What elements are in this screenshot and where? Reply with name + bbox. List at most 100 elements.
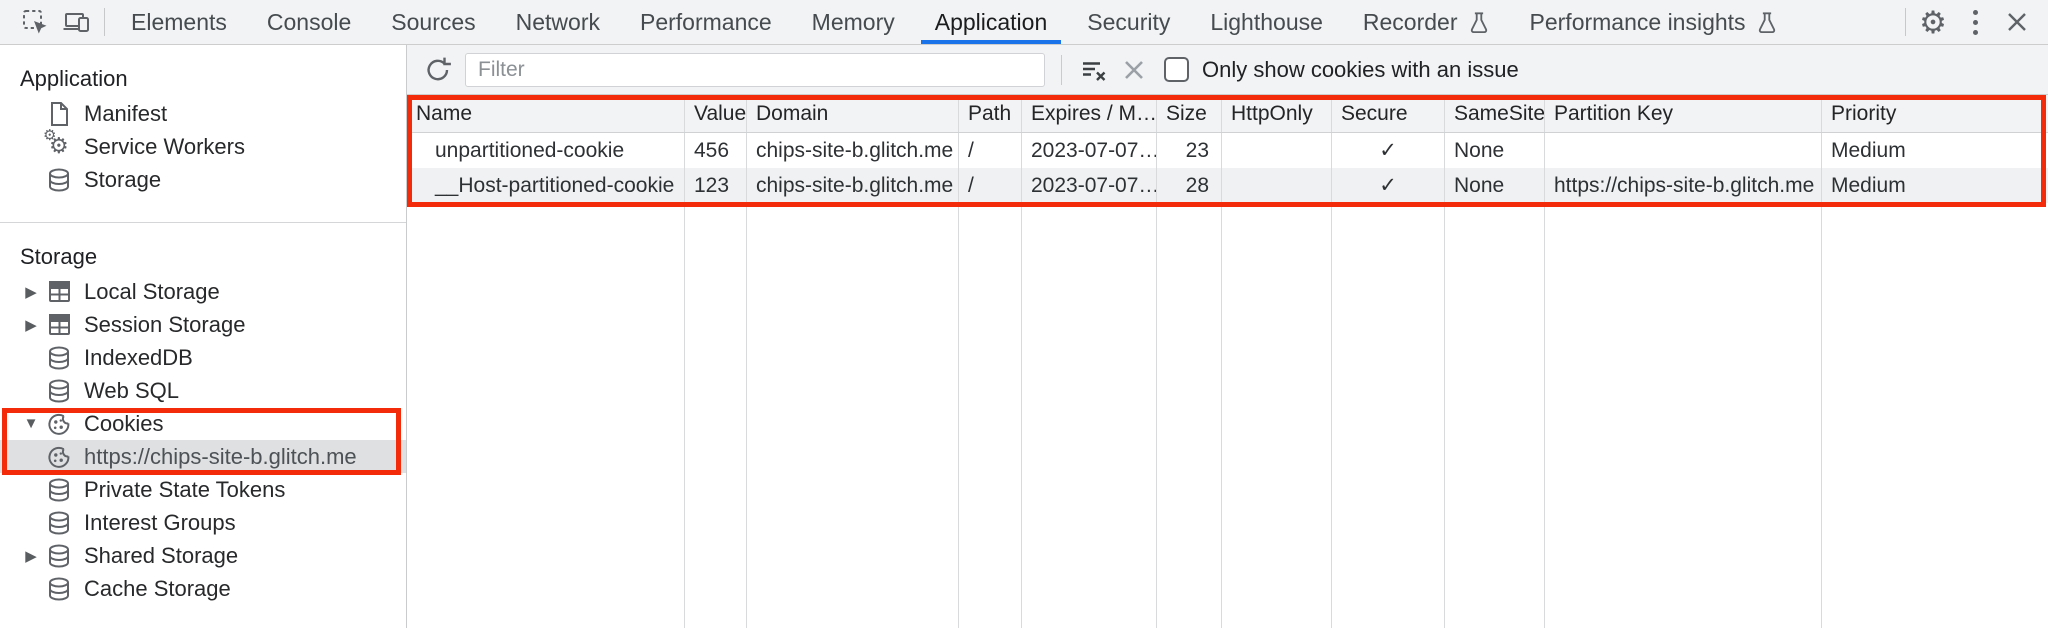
tab-lighthouse[interactable]: Lighthouse [1190, 0, 1343, 44]
cell-path[interactable]: / [959, 168, 1022, 203]
chevron-collapsed-icon[interactable]: ▶ [25, 316, 37, 334]
toggle-device-toolbar-button[interactable] [56, 0, 98, 44]
filter-input[interactable] [465, 52, 1045, 87]
cell-partition-key[interactable]: https://chips-site-b.glitch.me [1545, 168, 1822, 203]
tabbar-divider [104, 8, 105, 36]
cell-httponly[interactable] [1222, 168, 1332, 203]
delete-all-cookies-button[interactable] [1074, 50, 1114, 90]
refresh-button[interactable] [417, 49, 459, 91]
sidebar-item-label: Shared Storage [84, 542, 239, 568]
column-header-priority[interactable]: Priority [1831, 101, 1897, 125]
sidebar-item-indexeddb[interactable]: IndexedDB [0, 341, 406, 374]
sidebar-item-storage[interactable]: Storage [0, 163, 406, 196]
sidebar-item-label: Local Storage [84, 278, 220, 304]
column-header-partition-key[interactable]: Partition Key [1545, 95, 1822, 132]
sidebar-item-manifest[interactable]: Manifest [0, 97, 406, 130]
cell-secure-checkmark[interactable]: ✓ [1332, 133, 1445, 168]
cell-priority[interactable]: Medium [1831, 138, 1906, 162]
cell-domain[interactable]: chips-site-b.glitch.me [747, 133, 959, 168]
tab-console[interactable]: Console [247, 0, 371, 44]
refresh-icon [423, 55, 453, 85]
sidebar-item-service-workers[interactable]: ⚙⚙ Service Workers [0, 126, 406, 163]
tab-elements[interactable]: Elements [111, 0, 247, 44]
cookie-row-host-partitioned[interactable]: __Host-partitioned-cookie 123 chips-site… [407, 168, 2048, 203]
cell-expires[interactable]: 2023-07-07… [1022, 133, 1157, 168]
sidebar-item-label: Session Storage [84, 311, 246, 337]
inspect-element-button[interactable] [14, 0, 56, 44]
tab-performance-insights[interactable]: Performance insights [1510, 0, 1798, 44]
cell-name[interactable]: unpartitioned-cookie [407, 133, 685, 168]
cell-size[interactable]: 28 [1157, 168, 1222, 203]
empty-cell [1545, 203, 1822, 628]
sidebar-item-shared-storage[interactable]: ▶ Shared Storage [0, 539, 406, 572]
sidebar-item-cookie-origin[interactable]: https://chips-site-b.glitch.me [0, 440, 406, 473]
tab-memory[interactable]: Memory [792, 0, 915, 44]
settings-button[interactable]: ⚙ [1912, 0, 1954, 44]
sidebar-item-cookies[interactable]: ▼ Cookies [0, 407, 406, 440]
tab-network[interactable]: Network [496, 0, 620, 44]
tab-application[interactable]: Application [915, 0, 1068, 44]
cell-samesite[interactable]: None [1445, 133, 1545, 168]
sidebar-item-label: Private State Tokens [84, 476, 286, 502]
tab-label: Sources [391, 8, 476, 35]
service-workers-gears-icon: ⚙⚙ [43, 126, 69, 158]
chevron-collapsed-icon[interactable]: ▶ [25, 547, 37, 565]
only-issue-cookies-label[interactable]: Only show cookies with an issue [1202, 56, 1519, 82]
chevron-expanded-icon[interactable]: ▼ [23, 415, 39, 432]
sidebar-item-interest-groups[interactable]: Interest Groups [0, 506, 406, 539]
cell-domain[interactable]: chips-site-b.glitch.me [747, 168, 959, 203]
column-header-samesite[interactable]: SameSite [1445, 95, 1545, 132]
tab-recorder[interactable]: Recorder [1343, 0, 1510, 44]
column-header-size[interactable]: Size [1157, 95, 1222, 132]
empty-cell [407, 203, 685, 628]
cell-path[interactable]: / [959, 133, 1022, 168]
tab-label: Performance insights [1529, 8, 1746, 35]
cell-partition-key[interactable] [1545, 133, 1822, 168]
close-devtools-button[interactable] [1996, 0, 2038, 44]
application-sidebar: Application Manifest ⚙⚙ Service Workers [0, 45, 407, 628]
column-header-value[interactable]: Value [685, 95, 747, 132]
tabbar-left-tools [0, 0, 111, 44]
cookies-pane: Only show cookies with an issue Name Val… [407, 45, 2048, 628]
sidebar-item-session-storage[interactable]: ▶ Session Storage [0, 308, 406, 341]
cell-httponly[interactable] [1222, 133, 1332, 168]
tab-label: Console [266, 8, 352, 35]
more-options-button[interactable] [1954, 0, 1996, 44]
cookie-row-unpartitioned[interactable]: unpartitioned-cookie 456 chips-site-b.gl… [407, 133, 2048, 168]
empty-cell [1222, 203, 1332, 628]
cell-priority[interactable]: Medium [1831, 173, 1906, 197]
cell-expires[interactable]: 2023-07-07… [1022, 168, 1157, 203]
column-header-secure[interactable]: Secure [1332, 95, 1445, 132]
sidebar-item-private-state-tokens[interactable]: Private State Tokens [0, 473, 406, 506]
tab-sources[interactable]: Sources [371, 0, 495, 44]
cell-size[interactable]: 23 [1157, 133, 1222, 168]
column-header-path[interactable]: Path [959, 95, 1022, 132]
tab-label: Memory [811, 8, 895, 35]
cell-samesite[interactable]: None [1445, 168, 1545, 203]
database-icon [44, 377, 74, 405]
sidebar-item-cache-storage[interactable]: Cache Storage [0, 572, 406, 605]
sidebar-item-local-storage[interactable]: ▶ Local Storage [0, 275, 406, 308]
sidebar-item-label: Cache Storage [84, 575, 231, 601]
chevron-collapsed-icon[interactable]: ▶ [25, 283, 37, 301]
cell-value[interactable]: 123 [685, 168, 747, 203]
column-header-domain[interactable]: Domain [747, 95, 959, 132]
tab-label: Elements [131, 8, 227, 35]
tab-label: Lighthouse [1210, 8, 1323, 35]
toolbar-divider [1061, 54, 1062, 85]
tab-security[interactable]: Security [1067, 0, 1190, 44]
cell-value[interactable]: 456 [685, 133, 747, 168]
only-issue-cookies-checkbox[interactable] [1164, 57, 1189, 82]
devtools-tabbar: Elements Console Sources Network Perform… [0, 0, 2048, 45]
tab-performance[interactable]: Performance [620, 0, 792, 44]
cell-secure-checkmark[interactable]: ✓ [1332, 168, 1445, 203]
clear-filter-button[interactable] [1114, 50, 1154, 90]
cell-name[interactable]: __Host-partitioned-cookie [407, 168, 685, 203]
column-header-expires[interactable]: Expires / M… [1022, 95, 1157, 132]
tabbar-right-controls: ⚙ [1899, 0, 2048, 44]
column-header-httponly[interactable]: HttpOnly [1222, 95, 1332, 132]
column-header-name[interactable]: Name [407, 95, 685, 132]
empty-cell [685, 203, 747, 628]
sidebar-item-web-sql[interactable]: Web SQL [0, 374, 406, 407]
